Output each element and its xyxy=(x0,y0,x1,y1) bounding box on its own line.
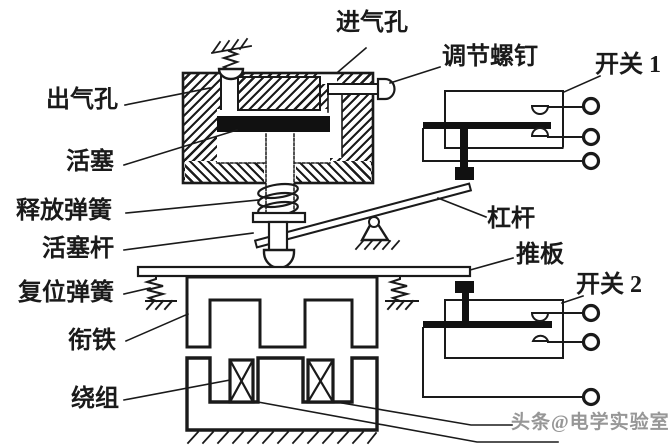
switch1-terminal-2 xyxy=(581,127,601,147)
leader-armature xyxy=(124,312,190,343)
switch2-terminal-1 xyxy=(581,303,601,323)
switch1-contact-upper xyxy=(530,105,550,115)
outlet-channel xyxy=(221,73,238,110)
switch2-housing xyxy=(444,299,564,359)
coil-lead-2 xyxy=(341,402,513,426)
inlet-opening xyxy=(320,73,337,84)
switch2-common-wire xyxy=(422,327,584,398)
label-piston-rod: 活塞杆 xyxy=(42,236,114,262)
leader-winding xyxy=(123,379,231,401)
switch2-terminal-3 xyxy=(581,387,601,407)
switch1-common-wire xyxy=(422,128,584,162)
leader-switch2 xyxy=(560,294,585,305)
label-winding: 绕组 xyxy=(71,386,119,412)
leader-air-inlet xyxy=(336,46,368,74)
watermark-text: 头条@电学实验室 xyxy=(511,412,668,433)
valve-spring xyxy=(220,49,241,73)
switch1-terminal-1 xyxy=(581,96,601,116)
switch2-actuator-head xyxy=(455,281,474,293)
reset-spring-right xyxy=(385,275,419,311)
rod-foot-dome xyxy=(262,248,296,270)
piston-rod-upper xyxy=(265,133,295,213)
inlet-passage xyxy=(328,95,342,158)
switch1-blade xyxy=(423,122,551,129)
leader-release-spring xyxy=(125,199,259,214)
leader-switch1 xyxy=(562,74,602,94)
leader-lever xyxy=(436,196,488,219)
valve-cup xyxy=(217,67,245,81)
label-switch2: 开关 2 xyxy=(576,272,642,298)
switch1-actuator-foot xyxy=(455,167,474,180)
piston-rod-lower xyxy=(267,220,289,253)
lever-bar xyxy=(253,182,473,249)
label-air-inlet: 进气孔 xyxy=(336,10,408,36)
leader-piston-rod xyxy=(123,232,254,251)
leader-air-outlet xyxy=(124,87,211,106)
label-push-plate: 推板 xyxy=(516,242,564,268)
switch2-blade xyxy=(423,321,552,328)
switch2 xyxy=(422,281,601,407)
switch1-housing xyxy=(444,90,564,149)
label-release-spring: 释放弹簧 xyxy=(16,198,112,224)
piston-seal xyxy=(217,116,330,132)
label-lever: 杠杆 xyxy=(487,206,535,232)
winding-coil-right xyxy=(306,358,335,404)
label-air-outlet: 出气孔 xyxy=(46,87,118,113)
leader-piston xyxy=(122,128,239,167)
leader-push-plate xyxy=(469,257,514,271)
coil-lead-1 xyxy=(257,401,559,443)
inner-head-block xyxy=(238,77,320,110)
push-plate-bar xyxy=(136,265,472,278)
reset-spring-left xyxy=(143,275,177,311)
switch2-terminal-2 xyxy=(581,332,601,352)
label-reset-spring: 复位弹簧 xyxy=(18,280,114,306)
leader-adjusting-screw xyxy=(388,65,442,85)
leader-reset-spring xyxy=(123,287,151,295)
switch2-contact-upper xyxy=(530,312,550,322)
label-switch1: 开关 1 xyxy=(595,52,661,78)
vent-symbol xyxy=(210,37,253,55)
switch1 xyxy=(422,90,601,180)
label-piston: 活塞 xyxy=(66,149,114,175)
rod-flange xyxy=(251,211,307,224)
fulcrum xyxy=(354,215,401,251)
switch2-contact-lower xyxy=(531,334,550,342)
label-adjusting-screw: 调节螺钉 xyxy=(442,44,538,70)
leader-lines xyxy=(122,46,602,401)
switch2-actuator-stem xyxy=(462,292,469,322)
switch1-contact-lower xyxy=(530,127,550,137)
ground-hatch xyxy=(186,430,378,445)
adjusting-screw xyxy=(327,77,396,101)
switch1-actuator-stem xyxy=(460,127,468,168)
armature-core xyxy=(185,275,379,349)
switch1-terminal-3 xyxy=(581,151,601,171)
label-armature: 衔铁 xyxy=(68,328,116,354)
magnet-core xyxy=(185,356,379,432)
winding-coil-left xyxy=(228,358,255,404)
